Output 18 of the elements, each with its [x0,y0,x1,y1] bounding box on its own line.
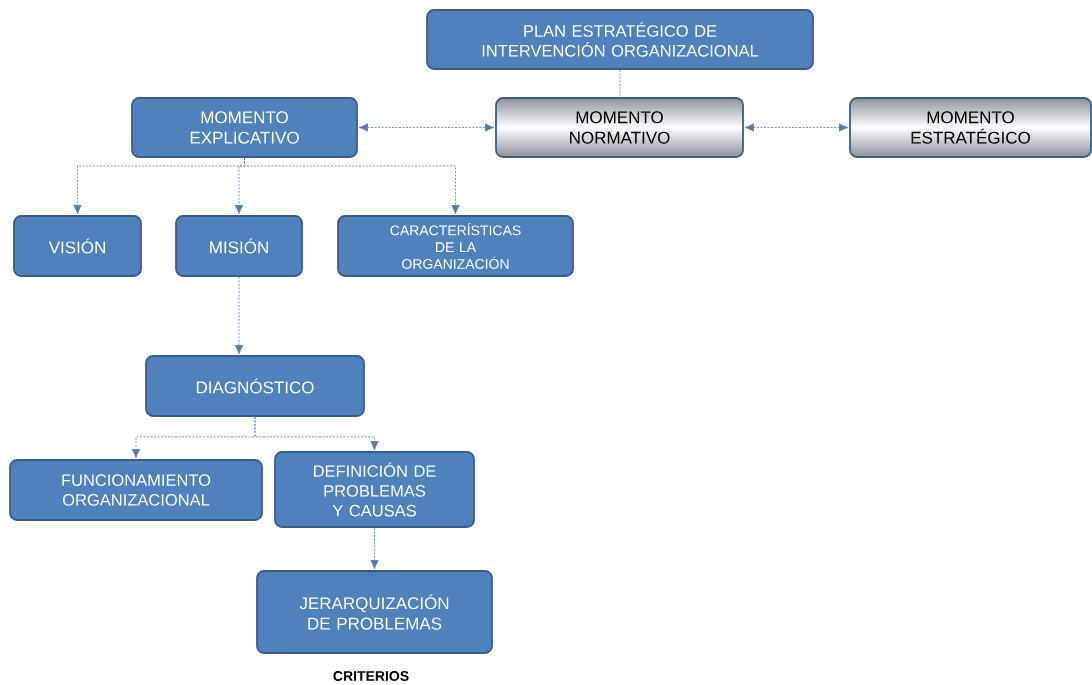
arrow [234,276,244,355]
process-box: CARACTERÍSTICAS DE LA ORGANIZACIÓN [337,215,574,277]
arrow [370,527,379,570]
process-box: PLAN ESTRATÉGICO DE INTERVENCIÓN ORGANIZACIONAL [426,9,814,70]
note: CRITERIOS [333,671,409,681]
arrow [358,123,495,132]
process-box: FUNCIONAMIENTO ORGANIZACIONAL [9,459,263,521]
process-box: MISIÓN [175,215,303,277]
process-box: MOMENTO ESTRATÉGICO [849,97,1092,158]
arrow [244,157,460,215]
process-box: DEFINICIÓN DE PROBLEMAS Y CAUSAS [274,451,475,528]
process-box: MOMENTO EXPLICATIVO [131,97,358,158]
process-box: DIAGNÓSTICO [145,355,365,417]
arrow [254,416,379,451]
process-box: MOMENTO NORMATIVO [495,97,744,158]
arrow [744,123,849,132]
process-box: VISIÓN [13,215,142,277]
process-box: JERARQUIZACIÓN DE PROBLEMAS [256,570,493,654]
